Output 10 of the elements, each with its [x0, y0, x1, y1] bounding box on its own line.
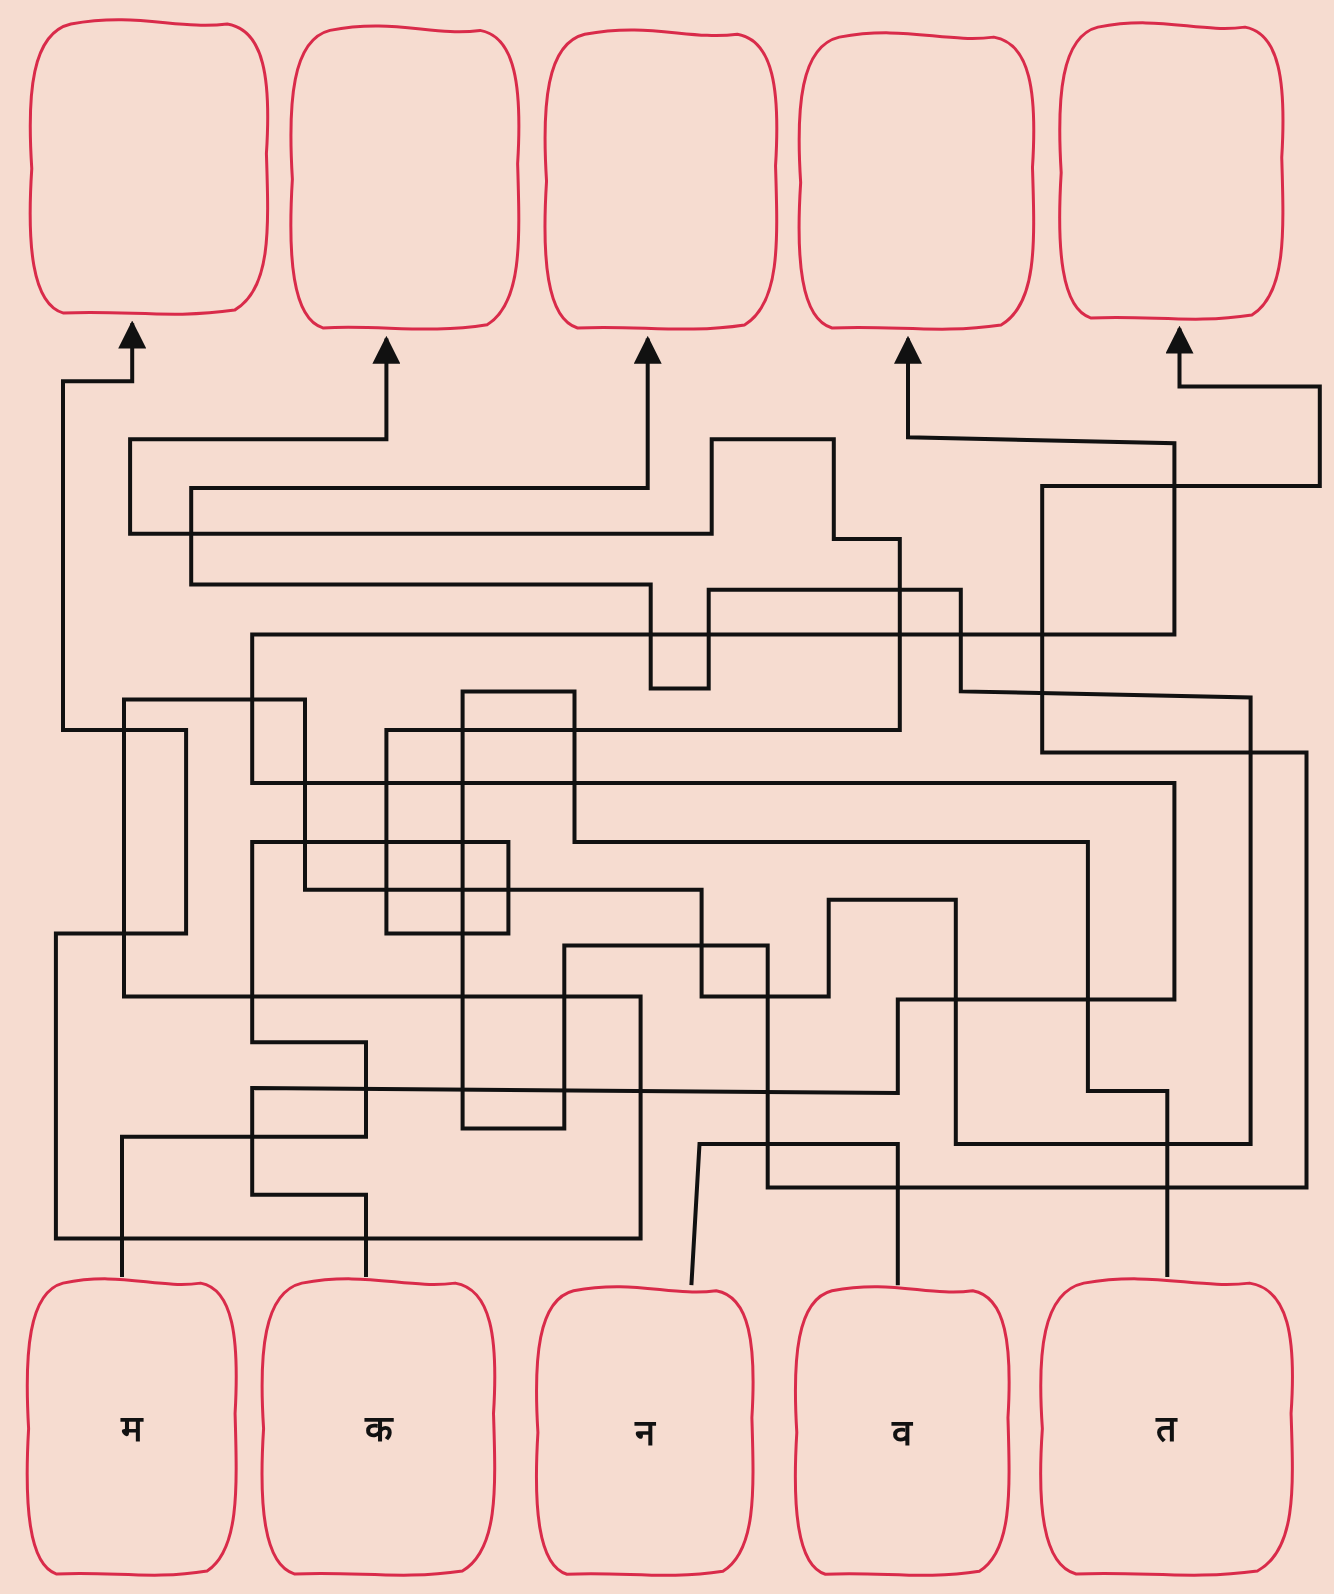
maze-line: [120, 335, 902, 1278]
letter-label: त: [1156, 1406, 1178, 1451]
letter-label: न: [634, 1410, 655, 1455]
letter-label: व: [892, 1410, 913, 1455]
maze-line: [460, 325, 1322, 1278]
maze-line: [250, 335, 1177, 1278]
maze-line: [689, 1141, 900, 1286]
maze-line: [53, 320, 1253, 1241]
letter-label: क: [364, 1406, 393, 1451]
letter-label: म: [121, 1406, 144, 1451]
